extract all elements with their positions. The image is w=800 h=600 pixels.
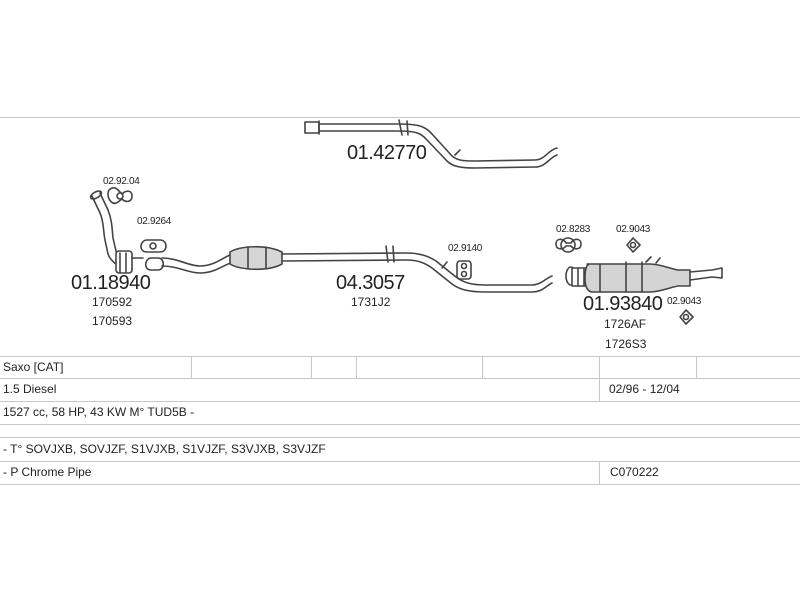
middle-pipe-ref: 1731J2 bbox=[351, 295, 391, 309]
rear-silencer-drawing bbox=[565, 256, 723, 293]
hanger-middle-drawing bbox=[456, 260, 472, 280]
part-number-rear-silencer: 01.93840 bbox=[583, 293, 663, 315]
table-line-7 bbox=[0, 484, 800, 485]
table-line-5 bbox=[0, 437, 800, 438]
rear-silencer-ref1: 1726AF bbox=[604, 317, 647, 331]
table-line-1 bbox=[0, 356, 800, 357]
table-col-1 bbox=[191, 356, 192, 378]
table-line-4 bbox=[0, 424, 800, 425]
table-col-3 bbox=[356, 356, 357, 378]
table-col-4 bbox=[482, 356, 483, 378]
front-pipe-ref2: 170593 bbox=[92, 314, 133, 328]
period-cell: 02/96 - 12/04 bbox=[609, 382, 680, 396]
top-pipe-drawing bbox=[304, 119, 558, 169]
part-number-front-pipe: 01.18940 bbox=[71, 272, 151, 294]
spec-cell: 1527 cc, 58 HP, 43 KW M° TUD5B - bbox=[3, 405, 195, 419]
part-number-clamp-rear: 02.8283 bbox=[556, 224, 591, 235]
code-cell: C070222 bbox=[610, 465, 659, 479]
hanger-rear-top-drawing bbox=[626, 237, 641, 253]
table-line-3 bbox=[0, 401, 800, 402]
part-number-gasket-front: 02.92.04 bbox=[103, 176, 140, 187]
clamp-front-drawing bbox=[140, 239, 167, 271]
model-cell: Saxo [CAT] bbox=[3, 360, 64, 374]
front-pipe-ref1: 170592 bbox=[92, 295, 133, 309]
part-number-hanger-middle: 02.9140 bbox=[448, 243, 483, 254]
part-number-top-pipe: 01.42770 bbox=[347, 142, 427, 164]
part-number-clamp-front: 02.9264 bbox=[137, 216, 172, 227]
table-line-6 bbox=[0, 461, 800, 462]
table-col-2 bbox=[311, 356, 312, 378]
clamp-rear-drawing bbox=[555, 237, 582, 253]
top-border bbox=[0, 117, 800, 118]
rear-silencer-ref2: 1726S3 bbox=[605, 337, 647, 351]
table-col-6 bbox=[696, 356, 697, 378]
table-line-2 bbox=[0, 378, 800, 379]
table-col-7 bbox=[599, 461, 600, 484]
part-number-hanger-rear-top: 02.9043 bbox=[616, 224, 651, 235]
part-number-hanger-rear-bottom: 02.9043 bbox=[667, 296, 702, 307]
engine-cell: 1.5 Diesel bbox=[3, 382, 57, 396]
part-number-middle-pipe: 04.3057 bbox=[336, 272, 405, 294]
option-cell: - P Chrome Pipe bbox=[3, 465, 92, 479]
gasket-front-drawing bbox=[107, 187, 133, 205]
front-pipe-drawing bbox=[89, 190, 144, 274]
middle-pipe-drawing bbox=[161, 245, 553, 293]
types-cell: - T° SOVJXB, SOVJZF, S1VJXB, S1VJZF, S3V… bbox=[3, 442, 326, 456]
table-col-5 bbox=[599, 356, 600, 401]
hanger-rear-bottom-drawing bbox=[679, 309, 694, 325]
